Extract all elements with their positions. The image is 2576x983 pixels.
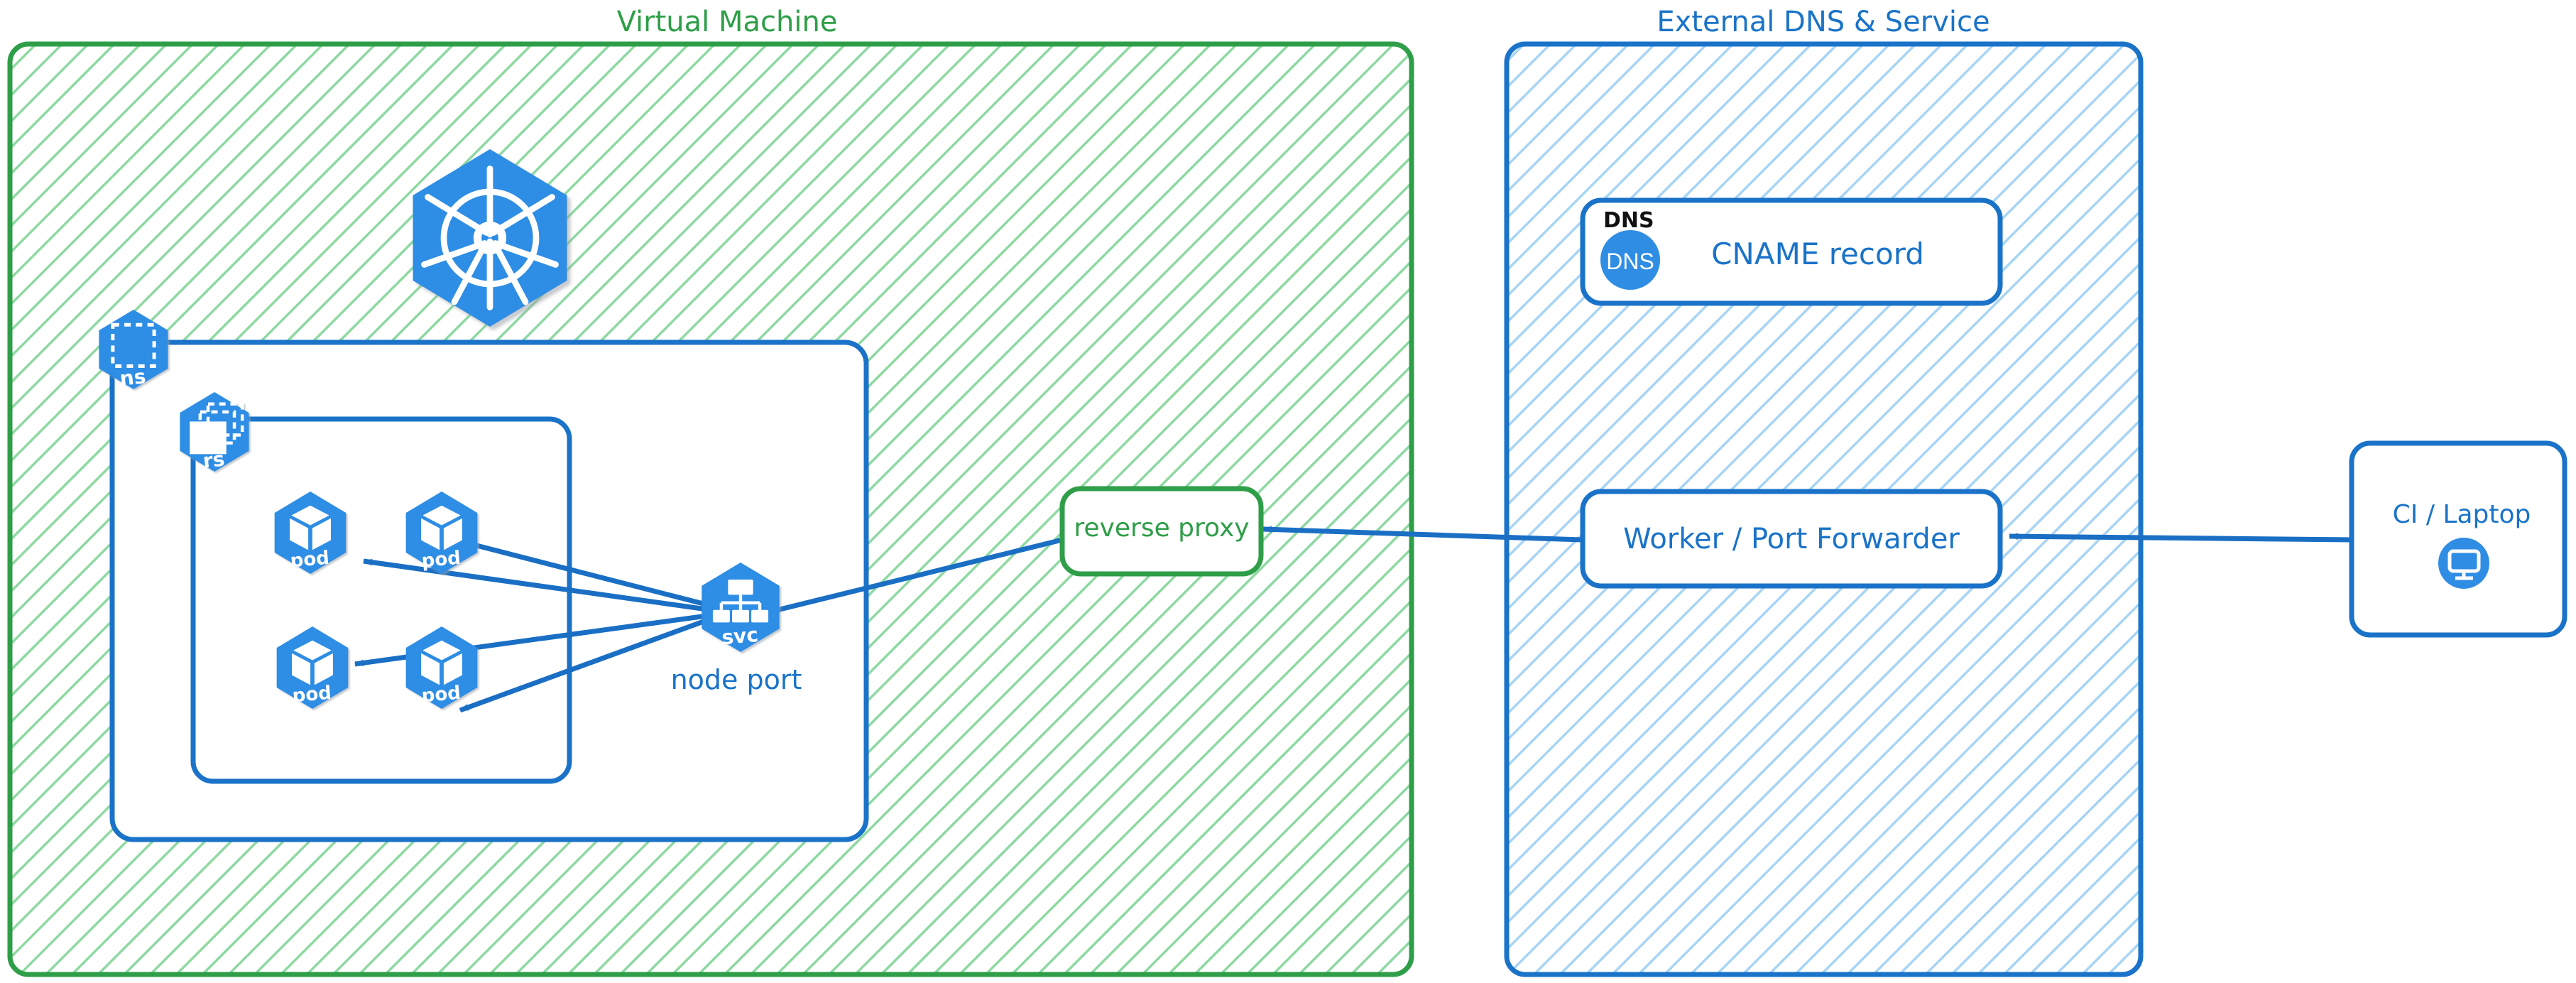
pod-label-1: pod (290, 548, 330, 572)
edge-reverse-proxy-to-service (768, 537, 1063, 615)
replicaset-badge (180, 392, 249, 472)
pod-icon (292, 640, 333, 685)
dns-icon-label: DNS (1606, 249, 1654, 274)
worker-label: Worker / Port Forwarder (1623, 523, 1960, 555)
dns-box-header: DNS (1603, 208, 1654, 233)
pod-label-4: pod (421, 683, 462, 707)
pod-node-1: pod (274, 492, 346, 574)
replicaset-box (190, 416, 572, 784)
replicaset-icon (190, 402, 244, 455)
edge-service-to-pod-2 (454, 537, 718, 610)
service-badge-label: svc (721, 623, 759, 649)
edge-service-to-pod-1 (363, 558, 718, 614)
dns-record-box-body[interactable] (1580, 197, 2003, 306)
pod-icon (421, 640, 462, 685)
vm-title: Virtual Machine (617, 6, 838, 38)
namespace-badge-label: ns (119, 364, 147, 391)
pod-node-4: pod (405, 626, 478, 709)
reverse-proxy-box[interactable]: reverse proxy (1059, 486, 1264, 577)
kubernetes-logo-icon (413, 149, 567, 327)
pod-node-3: pod (276, 626, 349, 709)
external-title: External DNS & Service (1657, 6, 1990, 38)
cname-record-label: CNAME record (1711, 237, 1924, 271)
replicaset-badge-label: rs (202, 447, 226, 473)
namespace-badge (99, 310, 168, 389)
pod-icon (421, 505, 462, 550)
pod-node-2: pod (405, 492, 478, 574)
worker-box-body[interactable] (1580, 489, 2003, 589)
edge-client-to-worker (2009, 533, 2351, 543)
pod-icon (290, 505, 331, 550)
replicaset-box-body (190, 416, 572, 784)
client-label: CI / Laptop (2393, 500, 2531, 529)
service-caption: node port (671, 664, 802, 695)
dns-record-box[interactable]: DNS DNS CNAME record (1580, 197, 2003, 306)
worker-box[interactable]: Worker / Port Forwarder (1580, 489, 2003, 589)
edge-service-to-pod-4 (459, 614, 719, 713)
pod-label-3: pod (292, 683, 332, 707)
desktop-monitor-icon (2438, 538, 2489, 589)
reverse-proxy-label: reverse proxy (1074, 514, 1249, 543)
client-box[interactable]: CI / Laptop (2349, 440, 2567, 638)
service-icon (712, 579, 769, 623)
edge-worker-to-reverse-proxy (1262, 526, 1583, 543)
reverse-proxy-box-body[interactable] (1059, 486, 1264, 577)
service-node: svc node port (671, 563, 802, 695)
dns-icon: DNS (1600, 230, 1660, 290)
pod-label-2: pod (421, 548, 462, 572)
